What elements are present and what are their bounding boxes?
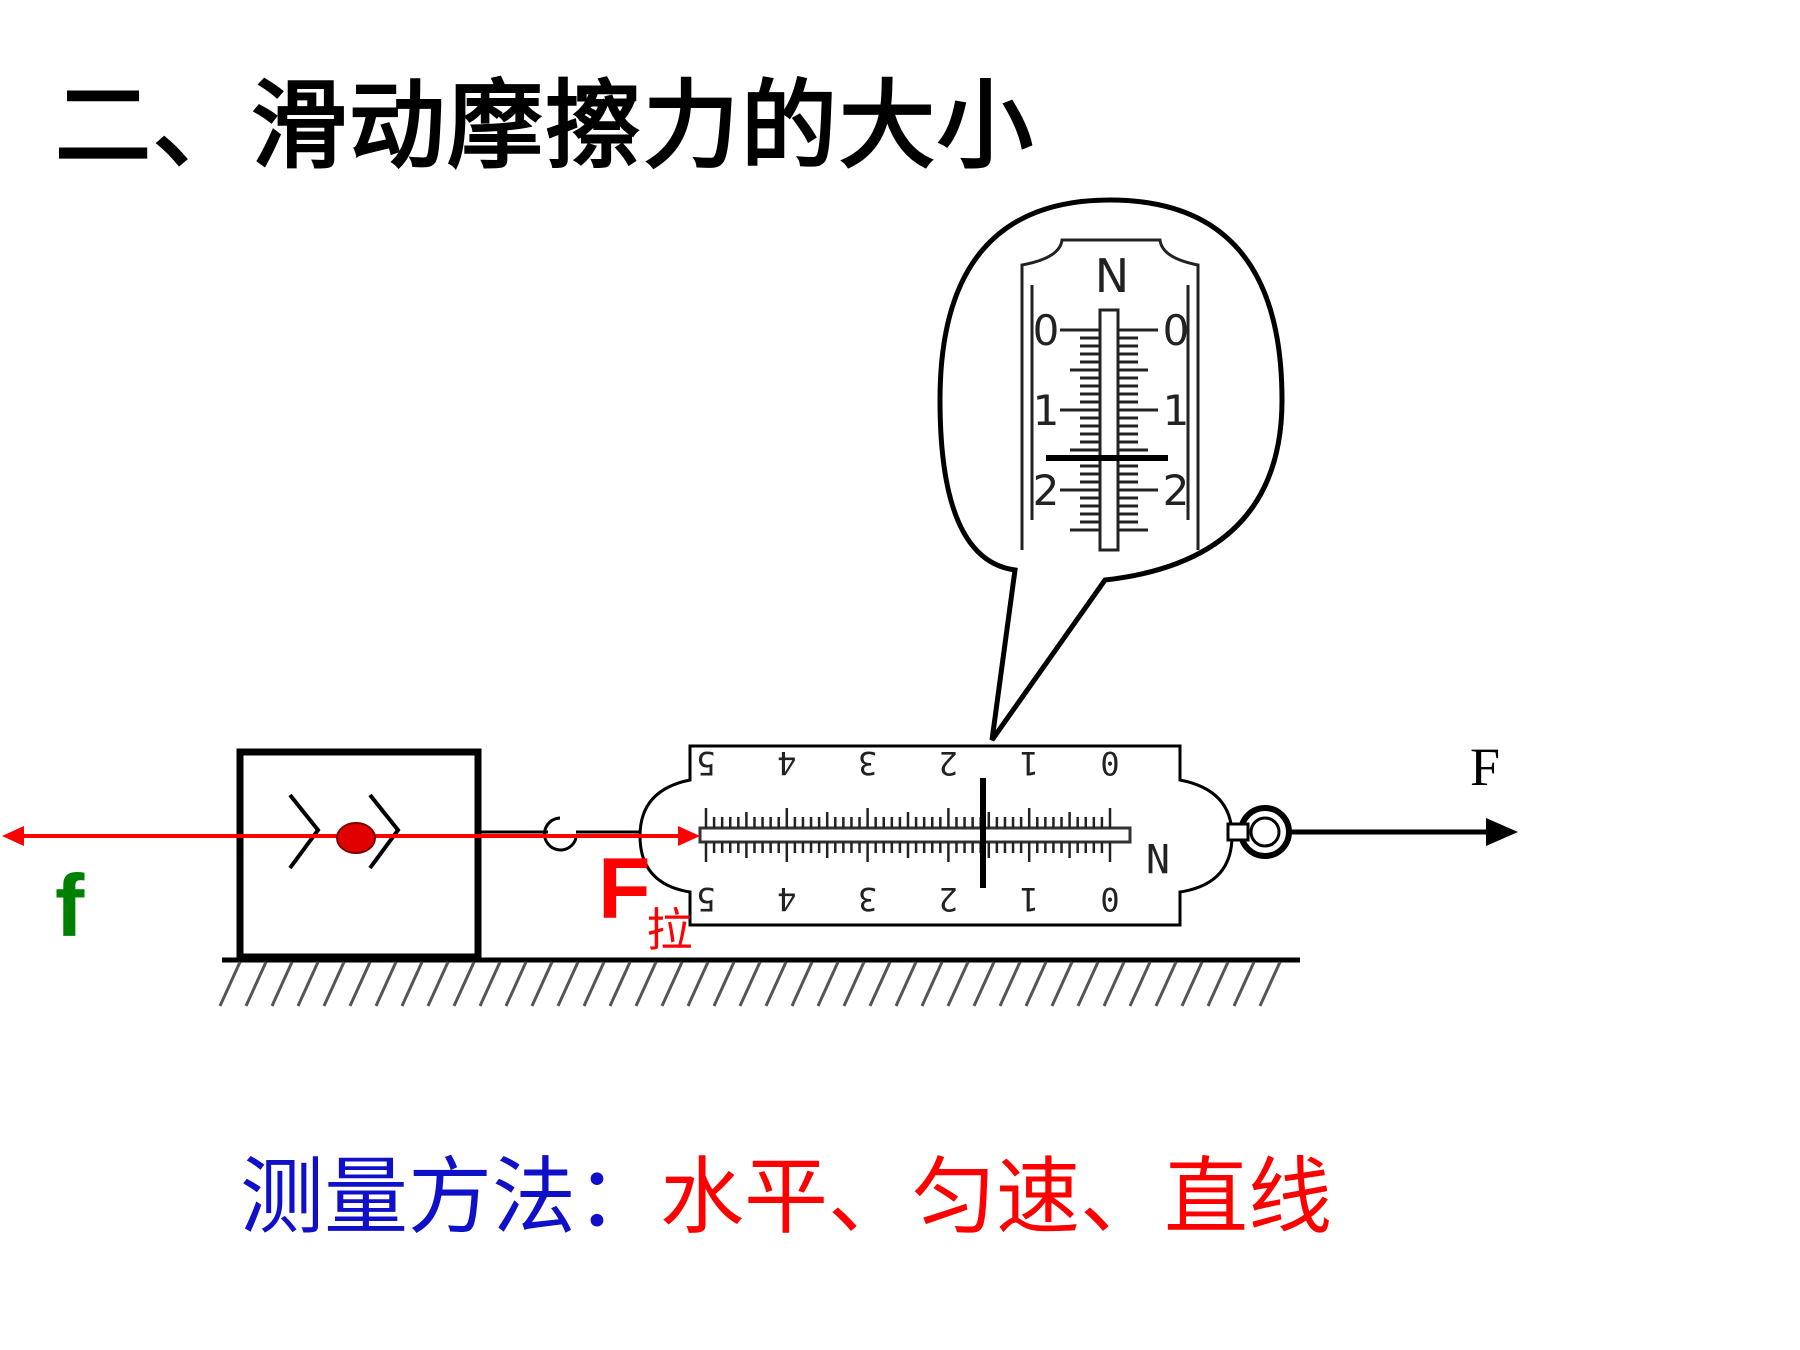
ground-hatch-line (972, 961, 996, 1007)
slide-title: 二、滑动摩擦力的大小 (55, 70, 1035, 182)
scale-top-number: 0 (1100, 744, 1119, 782)
measurement-method-caption: 测量方法：水平、匀速、直线 (240, 1130, 1332, 1251)
ground-hatch-line (790, 961, 814, 1007)
scale-top-number: 1 (1020, 744, 1039, 782)
zoom-left-number: 0 (1033, 306, 1060, 355)
ground-hatch-line (218, 961, 242, 1007)
scale-bottom-number: 2 (939, 880, 958, 918)
ground-hatch-line (374, 961, 398, 1007)
scale-top-number: 3 (858, 744, 877, 782)
caption-method: 水平、匀速、直线 (660, 1148, 1333, 1246)
ground-hatch-line (842, 961, 866, 1007)
scale-unit-label: N (1146, 834, 1170, 880)
zoom-unit-label: N (1095, 249, 1129, 303)
ground-hatch-line (764, 961, 788, 1007)
scale-top-number: 4 (777, 744, 796, 782)
zoom-left-number: 1 (1033, 386, 1060, 435)
ground-hatch-line (478, 961, 502, 1007)
scale-bottom-number: 5 (696, 880, 715, 918)
scale-bottom-number: 0 (1100, 880, 1119, 918)
ground-hatch-line (1050, 961, 1074, 1007)
zoom-left-number: 2 (1033, 466, 1060, 515)
friction-force-label: f (55, 856, 85, 955)
ground-hatch-line (634, 961, 658, 1007)
ground-hatch-line (738, 961, 762, 1007)
ground-hatch-line (894, 961, 918, 1007)
ground-surface (218, 957, 1300, 1007)
zoom-right-number: 0 (1163, 306, 1190, 355)
ground-hatch-line (816, 961, 840, 1007)
scale-bottom-number: 4 (777, 880, 796, 918)
scale-top-number: 5 (696, 744, 715, 782)
zoom-callout: N 0 0 1 1 2 2 (937, 197, 1285, 742)
ground-hatch-line (608, 961, 632, 1007)
ground-hatch-line (868, 961, 892, 1007)
scale-bottom-number: 1 (1020, 880, 1039, 918)
ground-hatch-line (1128, 961, 1152, 1007)
ground-hatch-line (1076, 961, 1100, 1007)
ground-hatch-line (296, 961, 320, 1007)
ground-hatch-line (660, 961, 684, 1007)
caption-lead: 测量方法： (240, 1148, 661, 1246)
ground-hatch-line (1232, 961, 1256, 1007)
ground-hatch-line (348, 961, 372, 1007)
ground-hatch-line (1154, 961, 1178, 1007)
ground-hatch-line (1024, 961, 1048, 1007)
ground-hatch-line (1258, 961, 1282, 1007)
ground-hatch-line (504, 961, 528, 1007)
zoom-right-number: 1 (1163, 386, 1190, 435)
wooden-block (236, 748, 482, 961)
pull-force-subscript: 拉 (646, 903, 693, 957)
ground-hatch-line (322, 961, 346, 1007)
ground-hatch-line (556, 961, 580, 1007)
ground-hatch-line (244, 961, 268, 1007)
ground-hatch-line (426, 961, 450, 1007)
ground-hatch-line (946, 961, 970, 1007)
ground-hatch-line (582, 961, 606, 1007)
scale-bottom-number: 3 (858, 880, 877, 918)
ground-hatch-line (1180, 961, 1204, 1007)
ground-hatch-line (400, 961, 424, 1007)
pull-force-label: F拉 (598, 840, 693, 957)
ground-hatch-line (998, 961, 1022, 1007)
applied-force-arrow (1289, 818, 1518, 846)
ground-hatch-line (920, 961, 944, 1007)
ground-hatch-line (452, 961, 476, 1007)
ground-hatch-line (686, 961, 710, 1007)
ground-hatch-line (270, 961, 294, 1007)
force-point-dot (336, 822, 376, 854)
ground-hatch-line (530, 961, 554, 1007)
ground-hatch-line (712, 961, 736, 1007)
pull-force-symbol: F (598, 841, 651, 937)
ground-hatch-line (1102, 961, 1126, 1007)
scale-number-labels: 5 4 3 2 1 0 5 4 3 2 1 0 N (696, 744, 1170, 918)
spring-scale (638, 744, 1292, 927)
ground-hatch-line (1206, 961, 1230, 1007)
applied-force-label: F (1470, 737, 1501, 797)
scale-top-number: 2 (939, 744, 958, 782)
force-arrows (2, 822, 700, 854)
zoom-right-number: 2 (1163, 466, 1190, 515)
